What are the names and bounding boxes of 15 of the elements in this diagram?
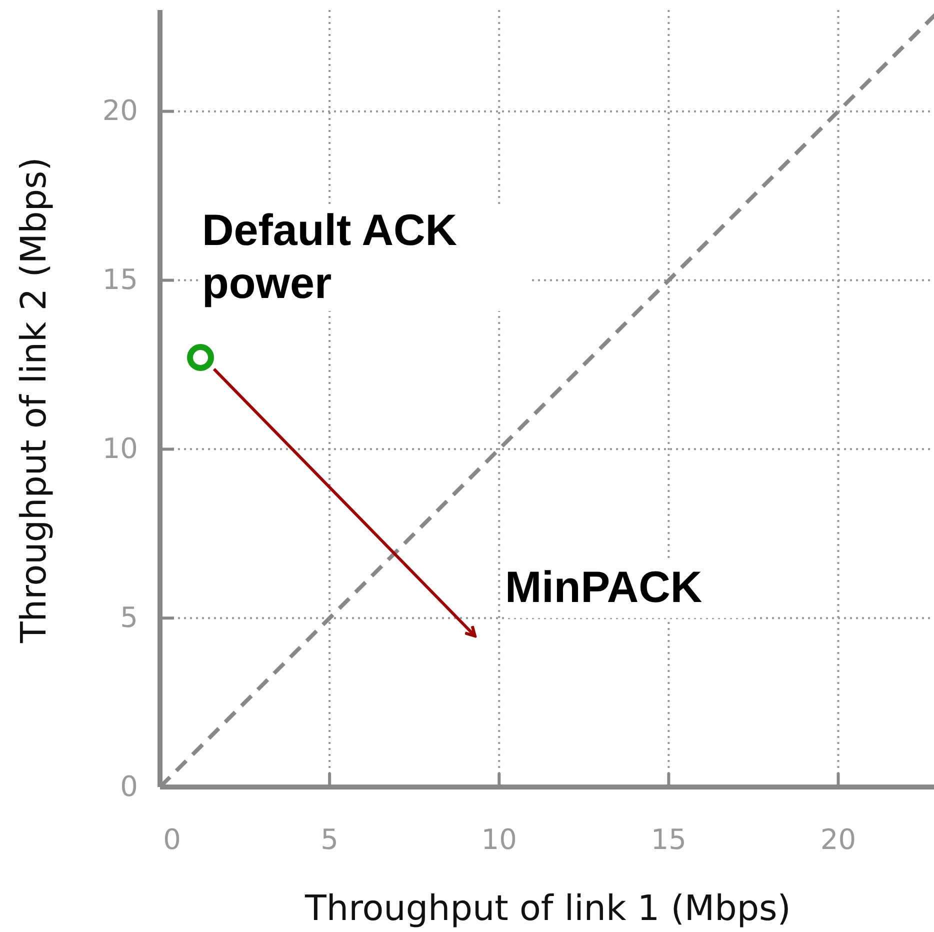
data-point-marker — [187, 344, 214, 371]
y-axis-title: Throughput of link 2 (Mbps) — [18, 157, 52, 643]
x-tick-label: 10 — [481, 826, 517, 854]
y-tick-label: 20 — [102, 97, 138, 126]
y-tick-label: 15 — [102, 266, 138, 294]
y-tick-label: 0 — [120, 773, 138, 801]
x-tick-label: 0 — [163, 826, 181, 854]
x-tick-label: 15 — [650, 826, 686, 854]
x-axis-title: Throughput of link 1 (Mbps) — [305, 892, 791, 927]
y-tick-label: 10 — [102, 435, 138, 464]
annotation-label: MinPACK — [505, 562, 750, 618]
y-tick-label: 5 — [120, 604, 138, 632]
x-tick-label: 20 — [820, 826, 856, 854]
x-tick-label: 5 — [320, 826, 338, 854]
arrow — [212, 368, 476, 638]
